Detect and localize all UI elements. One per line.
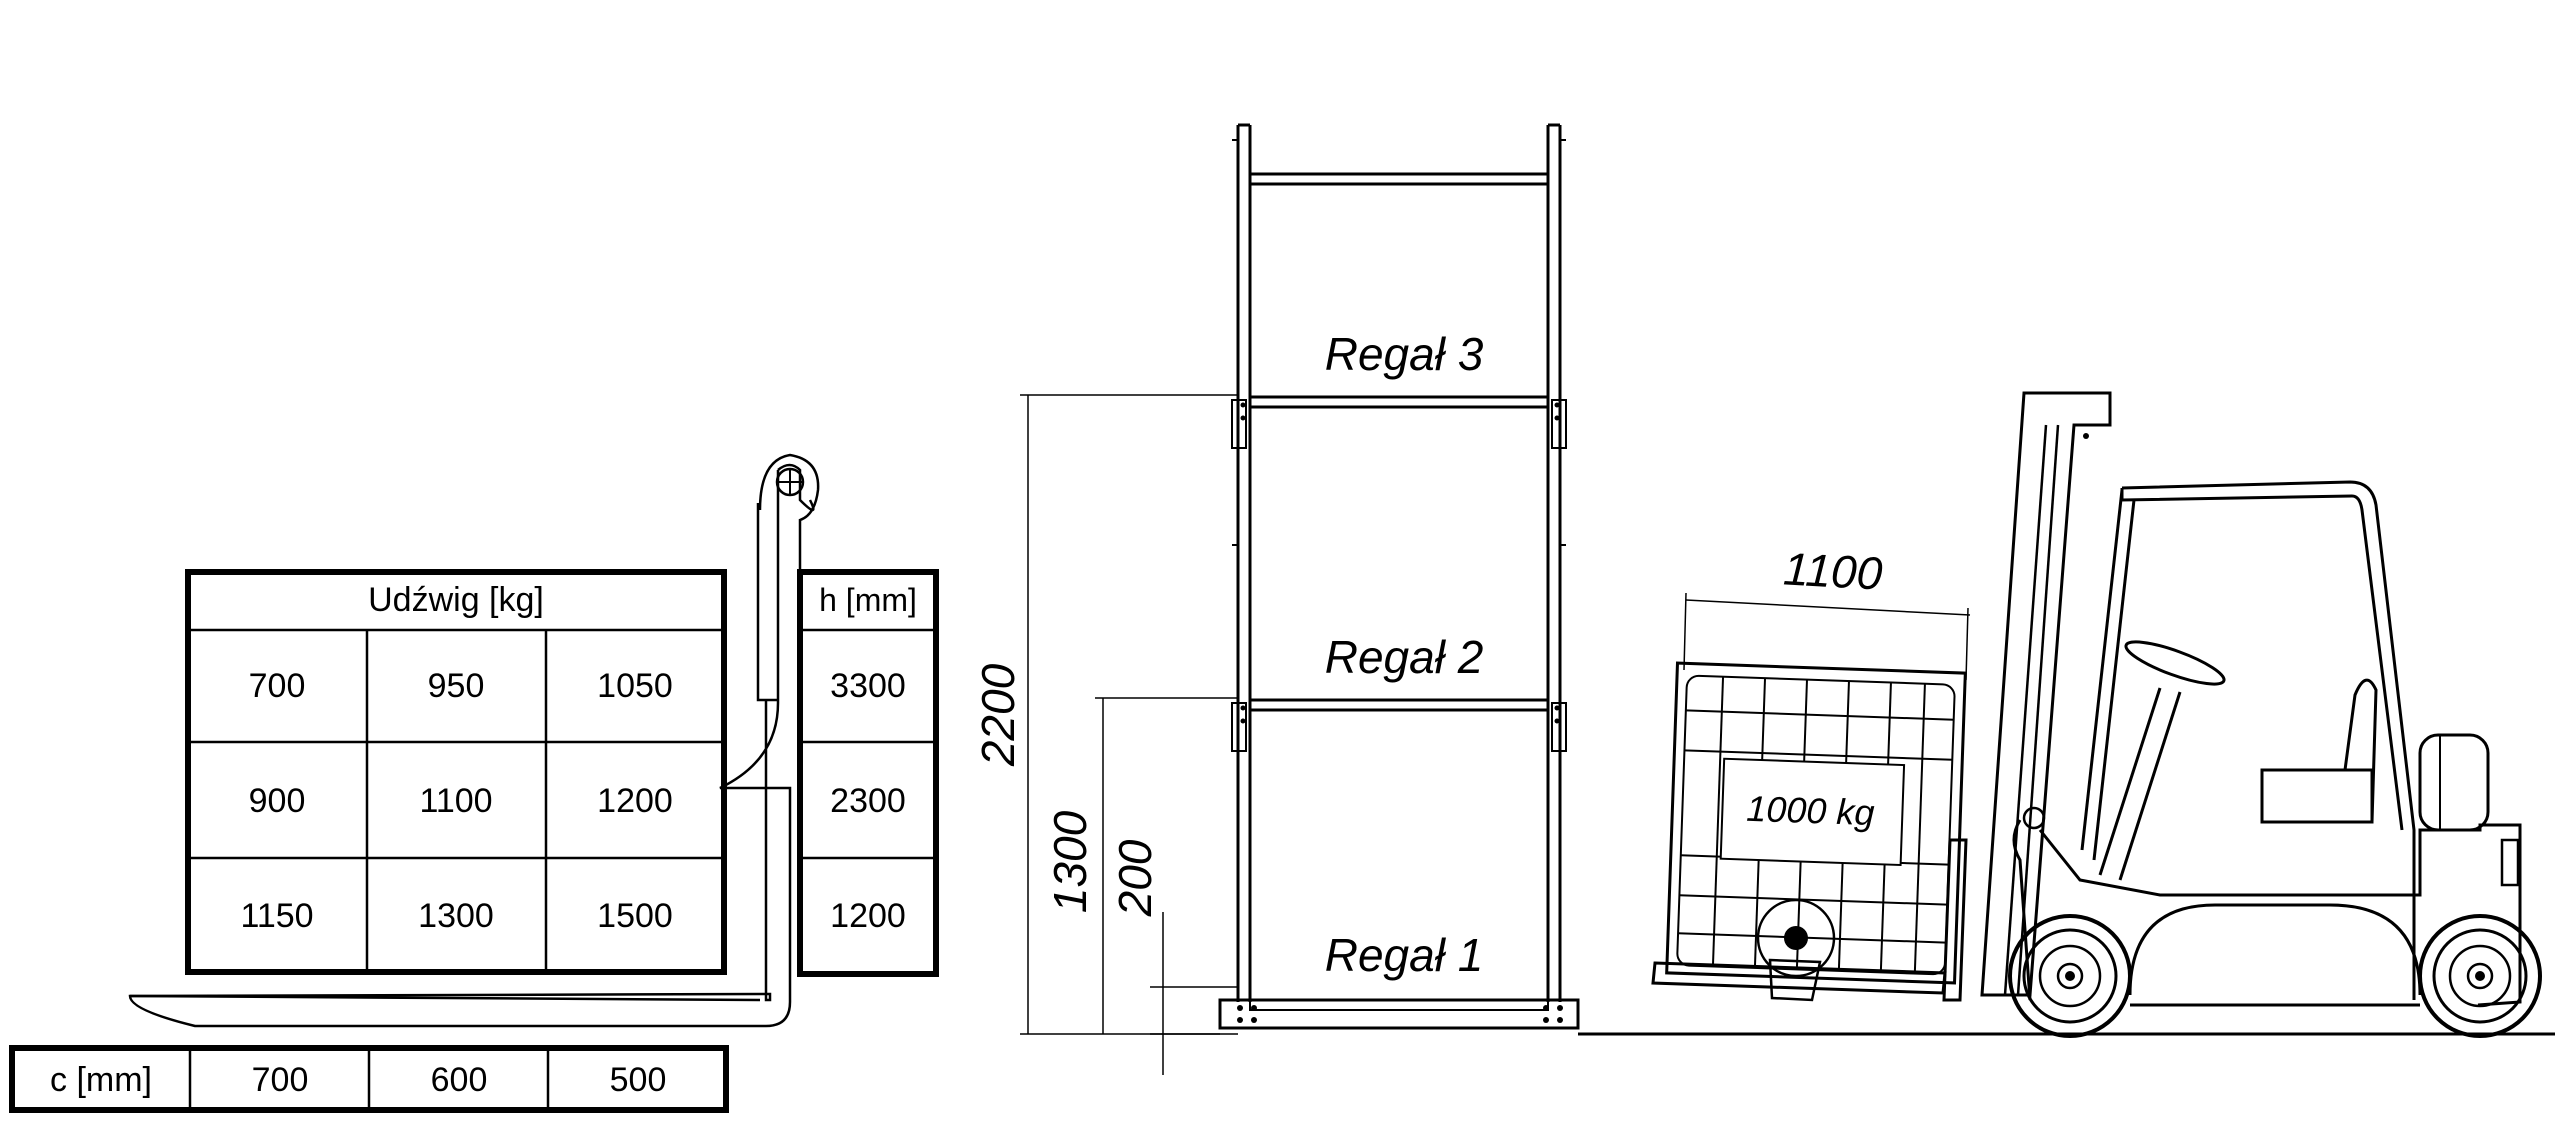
rack-level-1-label: Regał 1 <box>1325 929 1484 981</box>
table-cell: 700 <box>249 667 306 705</box>
capacity-table: Udźwig [kg] 700 950 1050 900 1100 1200 1… <box>185 569 727 975</box>
dimension-1100: 1100 <box>1782 542 1884 599</box>
dimension-1300: 1300 <box>1044 810 1096 913</box>
table-cell: 500 <box>610 1061 667 1099</box>
table-cell: 1300 <box>418 897 494 935</box>
table-cell: 700 <box>252 1061 309 1099</box>
height-table: h [mm] 3300 2300 1200 <box>797 569 939 977</box>
dimension-lines: 2200 1300 200 1100 <box>972 394 1971 1075</box>
capacity-table-header: Udźwig [kg] <box>368 581 544 619</box>
table-cell: 1050 <box>597 667 673 705</box>
center-table: c [mm] 700 600 500 <box>9 1045 729 1113</box>
table-cell: 900 <box>249 782 306 820</box>
fork-drawing <box>128 453 820 1028</box>
rack-level-3-label: Regał 3 <box>1325 328 1484 380</box>
table-cell: 2300 <box>830 782 906 820</box>
table-cell: 1150 <box>240 897 313 935</box>
forklift-drawing <box>1942 391 2542 1038</box>
load-weight-label: 1000 kg <box>1746 788 1875 833</box>
dimension-2200: 2200 <box>972 663 1024 767</box>
center-table-header: c [mm] <box>50 1061 152 1099</box>
table-cell: 1100 <box>419 782 492 820</box>
rack-drawing: Regał 3 Regał 2 Regał 1 <box>1218 123 1580 1030</box>
table-cell: 600 <box>431 1061 488 1099</box>
ibc-container-drawing: 1000 kg <box>1651 661 1967 1002</box>
table-cell: 3300 <box>830 667 906 705</box>
height-table-header: h [mm] <box>819 582 917 618</box>
table-cell: 1200 <box>830 897 906 935</box>
table-cell: 950 <box>428 667 485 705</box>
table-cell: 1200 <box>597 782 673 820</box>
rack-level-2-label: Regał 2 <box>1325 631 1484 683</box>
dimension-200: 200 <box>1109 839 1161 917</box>
table-cell: 1500 <box>597 897 673 935</box>
